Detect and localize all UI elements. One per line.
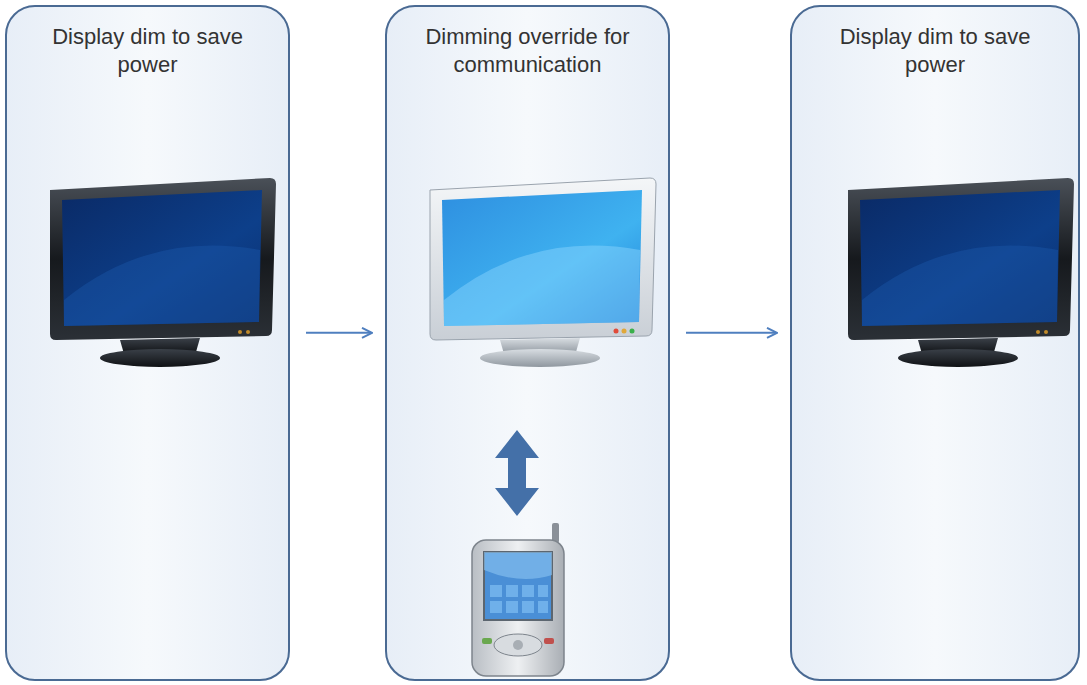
panel-caption: Display dim to save power — [835, 23, 1035, 79]
panel-caption: Display dim to save power — [48, 23, 248, 79]
flow-arrow — [686, 332, 776, 334]
stage-panel: Dimming override for communication — [385, 5, 670, 681]
panel-caption: Dimming override for communication — [403, 23, 653, 79]
stage-panel: Display dim to save power — [790, 5, 1080, 681]
flow-arrow — [306, 332, 371, 334]
stage-panel: Display dim to save power — [5, 5, 290, 681]
